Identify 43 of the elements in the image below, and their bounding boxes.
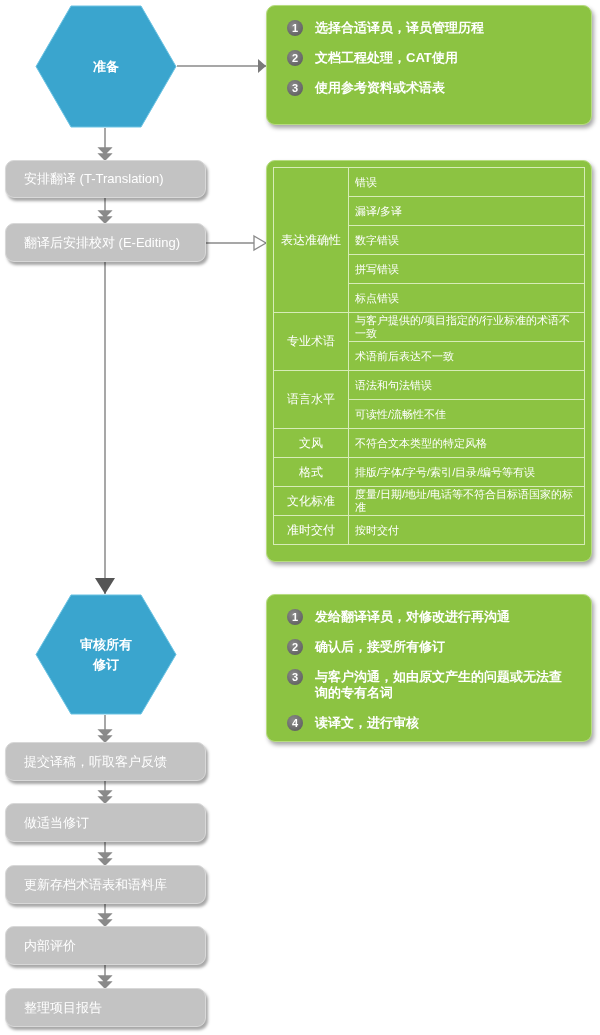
table-cell: 标点错误 [348,283,585,313]
process-step: 内部评价 [5,926,206,965]
arrow [205,235,267,251]
table-cell: 错误 [348,167,585,197]
table-cell: 可读性/流畅性不佳 [348,399,585,429]
step-number-badge: 1 [287,20,303,36]
table-cell: 准时交付 [273,515,349,545]
list-item: 使用参考资料或术语表 [315,80,446,96]
step-number-badge: 2 [287,50,303,66]
table-cell: 文化标准 [273,486,349,516]
table-cell: 按时交付 [348,515,585,545]
arrow [176,59,267,73]
table-cell: 数字错误 [348,225,585,255]
step-number-badge: 3 [287,80,303,96]
table-cell: 专业术语 [273,312,349,371]
table-cell: 文风 [273,428,349,458]
node-label: 审核所有修订 [79,635,133,674]
table-cell: 不符合文本类型的特定风格 [348,428,585,458]
list-item: 与客户沟通，如由原文产生的问题或无法查询的专有名词 [315,669,563,701]
step-number-badge: 2 [287,639,303,655]
list-item: 确认后，接受所有修订 [315,639,446,655]
table-cell: 格式 [273,457,349,487]
table-cell: 与客户提供的/项目指定的/行业标准的术语不一致 [348,312,585,342]
list-item: 选择合适译员，译员管理历程 [315,20,485,36]
table-cell: 排版/字体/字号/索引/目录/编号等有误 [348,457,585,487]
table-cell: 语法和句法错误 [348,370,585,400]
table-cell: 漏译/多译 [348,196,585,226]
list-item: 文档工程处理，CAT使用 [315,50,459,66]
list-item: 读译文，进行审核 [315,715,420,731]
table-cell: 度量/日期/地址/电话等不符合目标语国家的标准 [348,486,585,516]
table-cell: 术语前后表达不一致 [348,341,585,371]
info-panel [266,5,592,125]
table-cell: 表达准确性 [273,167,349,313]
table-cell: 拼写错误 [348,254,585,284]
list-item: 发给翻译译员，对修改进行再沟通 [315,609,511,625]
info-panel [266,594,592,742]
step-number-badge: 3 [287,669,303,685]
node-label: 准备 [92,57,120,76]
table-cell: 语言水平 [273,370,349,429]
arrow [95,261,115,595]
info-panel [266,160,592,562]
step-number-badge: 1 [287,609,303,625]
step-number-badge: 4 [287,715,303,731]
